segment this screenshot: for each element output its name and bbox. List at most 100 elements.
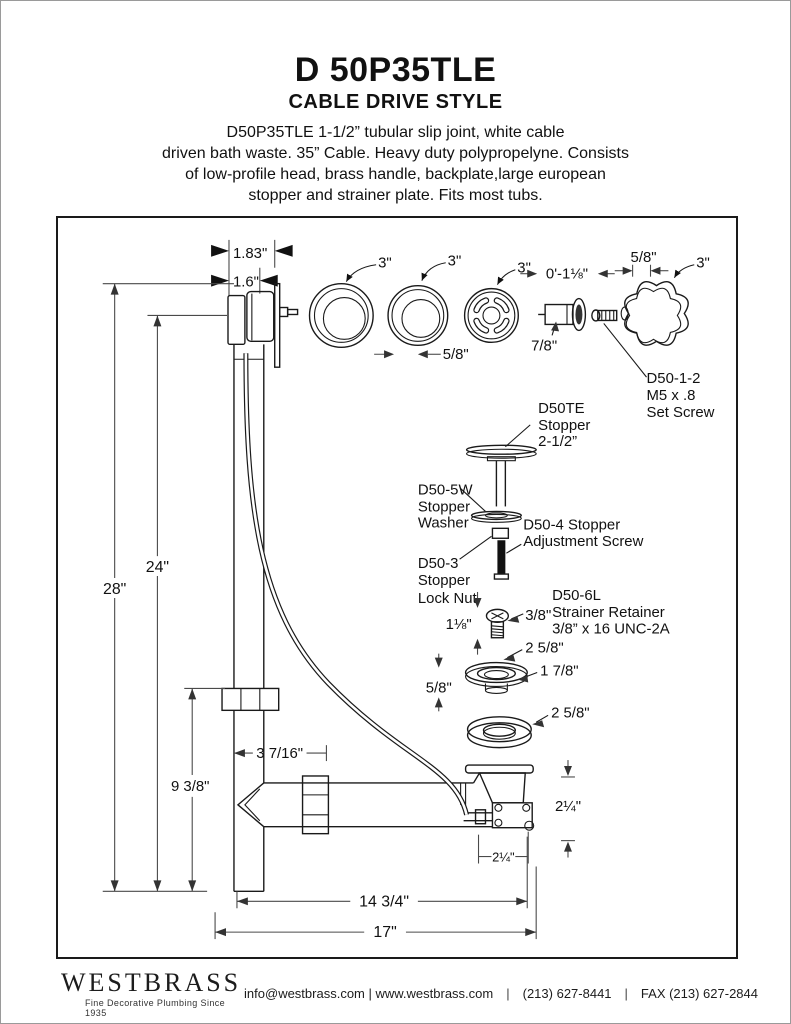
svg-text:2-1/2”: 2-1/2” xyxy=(538,434,577,450)
waste-arm xyxy=(263,772,493,835)
title-block: D 50P35TLE CABLE DRIVE STYLE D50P35TLE 1… xyxy=(1,51,790,206)
contact-email-web: info@westbrass.com | www.westbrass.com xyxy=(244,985,494,1001)
brand-block: WESTBRASS Fine Decorative Plumbing Since… xyxy=(61,968,244,1018)
dim-3-knob-label: 3" xyxy=(696,256,710,272)
label-lock-nut: D50-3 Stopper Lock Nut xyxy=(418,535,492,607)
contact-phone: (213) 627-8441 xyxy=(522,985,612,1001)
contact-separator: | xyxy=(624,985,628,1001)
svg-text:D50-1-2: D50-1-2 xyxy=(647,371,701,387)
dim-3a: 3" xyxy=(378,256,392,272)
dim-178-label: 1 7/8" xyxy=(540,664,578,680)
dim-9-38-label: 9 3/8" xyxy=(171,779,209,795)
svg-text:D50-5W: D50-5W xyxy=(418,483,474,499)
description-line: D50P35TLE 1-1/2” tubular slip joint, whi… xyxy=(226,124,565,141)
dim-214-vertical: 2¼" xyxy=(555,760,581,858)
retainer-screw xyxy=(485,608,510,639)
dim-head-width: 1.83" 1.6" xyxy=(211,239,293,296)
drawing-canvas: 1.83" 1.6" xyxy=(97,239,715,941)
stopper-disc xyxy=(465,444,537,507)
dim-3-716: 3 7/16" xyxy=(233,745,327,762)
svg-text:3/8” x 16 UNC-2A: 3/8” x 16 UNC-2A xyxy=(552,622,670,638)
cable-knob xyxy=(620,281,689,346)
strainer-flange-plate xyxy=(464,764,534,774)
beveled-ring xyxy=(308,282,374,348)
dim-3-knob: 3" xyxy=(673,256,710,278)
dim-28: 28" xyxy=(97,283,234,892)
page-subtitle: CABLE DRIVE STYLE xyxy=(288,91,503,113)
svg-text:D50TE: D50TE xyxy=(538,401,584,417)
dim-214-horizontal: 2¼" xyxy=(477,831,529,865)
dim-78: 7/8" xyxy=(531,321,560,354)
dim-28-label: 28" xyxy=(103,581,126,598)
tube-hex-nut xyxy=(221,687,280,712)
dim-178: 1 7/8" xyxy=(517,664,579,683)
strainer-flange xyxy=(464,661,528,694)
dim-3-716-label: 3 7/16" xyxy=(256,746,303,762)
dim-0-118: 0'-1⅛" xyxy=(520,267,615,283)
set-screw xyxy=(591,309,618,322)
dim-14-34-label: 14 3/4" xyxy=(359,893,409,910)
overflow-head xyxy=(227,282,299,368)
svg-text:Lock Nut: Lock Nut xyxy=(418,591,478,607)
cable-elbow-box xyxy=(491,802,533,829)
label-stopper: D50TE Stopper 2-1/2” xyxy=(504,401,590,450)
dim-38-label: 3/8" xyxy=(525,608,551,624)
drain-pipe xyxy=(233,710,265,893)
drain-tee xyxy=(463,764,535,831)
cable xyxy=(243,353,470,816)
dim-58-rings: 5/8" xyxy=(374,347,469,363)
svg-text:D50-6L: D50-6L xyxy=(552,588,601,604)
dim-24-label: 24" xyxy=(146,559,169,576)
dim-1-83: 1.83" xyxy=(233,246,267,262)
svg-text:Washer: Washer xyxy=(418,515,469,531)
product-description: D50P35TLE 1-1/2” tubular slip joint, whi… xyxy=(1,122,790,206)
face-plate-ring xyxy=(387,284,449,347)
dim-258-b: 2 5/8" xyxy=(532,705,590,728)
label-strainer-retainer: D50-6L Strainer Retainer 3/8” x 16 UNC-2… xyxy=(552,588,670,638)
svg-text:Strainer Retainer: Strainer Retainer xyxy=(552,605,665,621)
svg-text:D50-3: D50-3 xyxy=(418,556,459,572)
overflow-tube xyxy=(233,344,265,689)
dim-58-flange-label: 5/8" xyxy=(426,680,452,696)
dim-118-label: 1⅛" xyxy=(446,617,472,633)
contact-info: info@westbrass.com | www.westbrass.com | (… xyxy=(244,986,758,1001)
dim-258a-label: 2 5/8" xyxy=(525,641,563,657)
label-stopper-washer: D50-5W Stopper Washer xyxy=(418,483,486,531)
brand-tagline: Fine Decorative Plumbing Since 1935 xyxy=(85,998,226,1018)
strainer-plate-ring xyxy=(463,287,519,344)
svg-text:Stopper: Stopper xyxy=(538,418,590,434)
stopper-washer xyxy=(470,510,522,523)
dim-214h-label: 2¼" xyxy=(492,850,515,865)
dim-38: 3/8" xyxy=(507,608,551,624)
arm-hex-nut xyxy=(301,775,330,835)
description-line: driven bath waste. 35” Cable. Heavy duty… xyxy=(162,145,629,162)
description-line: of low-profile head, brass handle, backp… xyxy=(185,166,606,183)
svg-text:M5 x .8: M5 x .8 xyxy=(647,388,696,404)
svg-text:Adjustment Screw: Adjustment Screw xyxy=(523,534,643,550)
svg-text:D50-4 Stopper: D50-4 Stopper xyxy=(523,517,620,533)
dim-1-6: 1.6" xyxy=(233,275,259,291)
dim-58-flange: 5/8" xyxy=(426,653,452,712)
label-adjustment-screw: D50-4 Stopper Adjustment Screw xyxy=(506,517,644,554)
brand-logo: WESTBRASS xyxy=(61,968,242,997)
contact-fax: FAX (213) 627-2844 xyxy=(640,985,758,1001)
dim-3b: 3" xyxy=(448,254,462,270)
label-set-screw: D50-1-2 M5 x .8 Set Screw xyxy=(603,323,715,421)
handle-lever xyxy=(286,308,299,316)
tee-fitting xyxy=(236,782,265,828)
dim-58-rings-label: 5/8" xyxy=(443,347,469,363)
svg-text:Stopper: Stopper xyxy=(418,499,470,515)
footer: WESTBRASS Fine Decorative Plumbing Since… xyxy=(1,965,790,1021)
dim-214v-label: 2¼" xyxy=(555,799,581,815)
rubber-washer xyxy=(466,716,532,749)
ring-diameter-labels: 3" 3" 3" xyxy=(345,254,531,285)
technical-drawing: 1.83" 1.6" xyxy=(56,216,738,959)
dim-258-a: 2 5/8" xyxy=(503,641,564,662)
dim-58-knob-label: 5/8" xyxy=(631,250,657,266)
dim-24: 24" xyxy=(140,314,228,892)
handle-block xyxy=(278,306,289,318)
dim-58-knob: 5/8" xyxy=(614,250,669,277)
dim-17: 17" xyxy=(214,866,537,941)
dim-118: 1⅛" xyxy=(446,591,482,655)
